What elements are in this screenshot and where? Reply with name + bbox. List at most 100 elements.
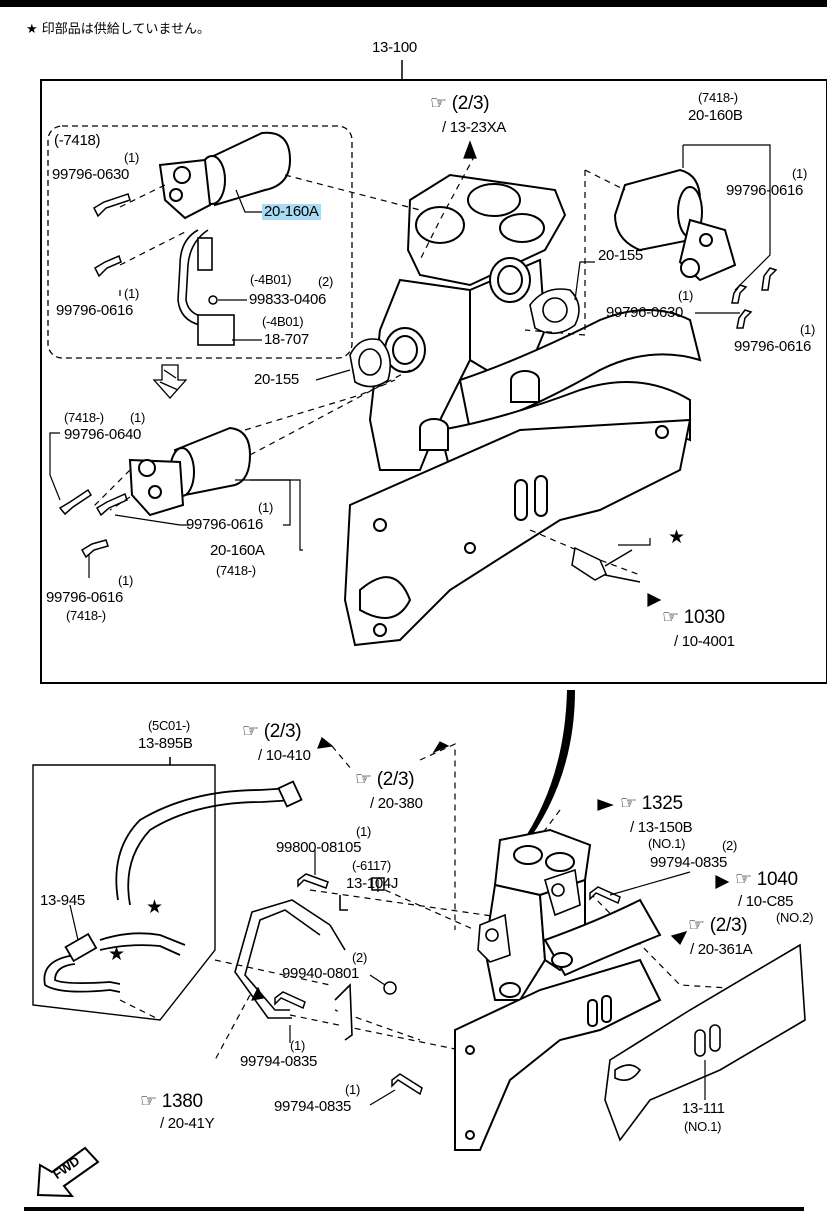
callout-13-23xa[interactable]: ☞ (2/3) bbox=[430, 93, 490, 114]
solenoid-20-160A-lower bbox=[128, 426, 252, 517]
lower-frame-lines bbox=[32, 757, 216, 1021]
intake-manifold-upper bbox=[343, 173, 702, 647]
callout-1380-ref[interactable]: / 20-41Y bbox=[160, 1115, 215, 1132]
qty: (2) bbox=[352, 950, 367, 965]
range-code: (7418-) bbox=[216, 563, 256, 578]
callout-10-410-ref[interactable]: / 10-410 bbox=[258, 747, 311, 764]
part-99796-0616-r1[interactable]: 99796-0616 bbox=[726, 182, 804, 199]
part-99796-0630[interactable]: 99796-0630 bbox=[52, 166, 130, 183]
hand-pointer-icon: ☞ bbox=[620, 793, 642, 814]
part-99796-0616-b[interactable]: 99796-0616 bbox=[46, 589, 124, 606]
qty: (1) bbox=[118, 573, 133, 588]
callout-20-380[interactable]: ☞ (2/3) bbox=[355, 769, 415, 790]
part-99833-0406[interactable]: 99833-0406 bbox=[249, 291, 327, 308]
callout-1325[interactable]: ☞ 1325 bbox=[620, 793, 683, 814]
callout-1325-ref[interactable]: / 13-150B bbox=[630, 819, 693, 836]
qty: (1) bbox=[356, 824, 371, 839]
hatched-arrow bbox=[152, 364, 188, 399]
top-rule bbox=[0, 0, 827, 7]
callout-1030-ref[interactable]: / 10-4001 bbox=[674, 633, 735, 650]
hand-pointer-icon: ☞ bbox=[430, 93, 452, 114]
star-marker: ★ bbox=[108, 944, 125, 965]
intake-manifold-lower bbox=[454, 828, 662, 1151]
hose-13-895B bbox=[43, 780, 303, 993]
range-code: (-4B01) bbox=[262, 314, 304, 329]
part-20-155-left[interactable]: 20-155 bbox=[254, 371, 299, 388]
qty: (1) bbox=[678, 288, 693, 303]
qty: (1) bbox=[800, 322, 815, 337]
fwd-arrow-shape bbox=[36, 1146, 100, 1198]
part-99794-0835-b[interactable]: 99794-0835 bbox=[274, 1098, 352, 1115]
solenoids-lower bbox=[477, 868, 581, 963]
part-99794-0835-a[interactable]: 99794-0835 bbox=[240, 1053, 318, 1070]
part-13-104J[interactable]: 13-104J bbox=[346, 875, 399, 892]
bolts-lower bbox=[274, 873, 621, 1096]
qty: (1) bbox=[792, 166, 807, 181]
inset-code: (-7418) bbox=[54, 132, 101, 149]
bolts-upper bbox=[58, 193, 778, 559]
callout-13-23xa-ref[interactable]: / 13-23XA bbox=[442, 119, 507, 136]
hand-pointer-icon: ☞ bbox=[140, 1091, 162, 1112]
hand-pointer-icon: ☞ bbox=[688, 915, 710, 936]
part-99940-0801[interactable]: 99940-0801 bbox=[282, 965, 360, 982]
callout-20-361a[interactable]: ☞ (2/3) bbox=[688, 915, 748, 936]
star-marker: ★ bbox=[146, 897, 163, 918]
range-code: (5C01-) bbox=[148, 718, 190, 733]
assembly-number: 13-100 bbox=[372, 39, 417, 56]
range-code: (7418-) bbox=[66, 608, 106, 623]
gasket-no: (NO.1) bbox=[684, 1119, 722, 1134]
callout-10-410[interactable]: ☞ (2/3) bbox=[242, 721, 302, 742]
hand-pointer-icon: ☞ bbox=[355, 769, 377, 790]
callout-1380[interactable]: ☞ 1380 bbox=[140, 1091, 203, 1112]
part-18-707[interactable]: 18-707 bbox=[264, 331, 309, 348]
vacuum-hose-inset bbox=[177, 229, 235, 346]
range-code: (7418-) bbox=[64, 410, 104, 425]
hand-pointer-icon: ☞ bbox=[242, 721, 264, 742]
gasket-20-155 bbox=[349, 288, 580, 388]
part-20-160A-highlighted[interactable]: 20-160A bbox=[262, 203, 321, 220]
part-20-155-right[interactable]: 20-155 bbox=[598, 247, 643, 264]
part-13-111[interactable]: 13-111 bbox=[682, 1100, 725, 1117]
callout-20-380-ref[interactable]: / 20-380 bbox=[370, 795, 423, 812]
qty: (1) bbox=[258, 500, 273, 515]
part-99796-0616-r2[interactable]: 99796-0616 bbox=[734, 338, 812, 355]
hand-pointer-icon: ☞ bbox=[662, 607, 684, 628]
header-note: ★ 印部品は供給していません。 bbox=[26, 22, 211, 37]
part-99794-0835-r[interactable]: 99794-0835 bbox=[650, 854, 728, 871]
callout-1030[interactable]: ☞ 1030 bbox=[662, 607, 725, 628]
part-99796-0616[interactable]: 99796-0616 bbox=[56, 302, 134, 319]
range-code: (-4B01) bbox=[250, 272, 292, 287]
leader-lines-lower bbox=[69, 757, 706, 1106]
part-20-160A-b[interactable]: 20-160A bbox=[210, 542, 265, 559]
qty: (1) bbox=[124, 286, 139, 301]
qty: (1) bbox=[345, 1082, 360, 1097]
range-code: (7418-) bbox=[698, 90, 738, 105]
qty: (1) bbox=[290, 1038, 305, 1053]
solenoid-20-160A-inset bbox=[158, 131, 292, 220]
part-20-160B[interactable]: 20-160B bbox=[688, 107, 743, 124]
leader-lines-upper bbox=[49, 144, 771, 578]
callout-1040[interactable]: ☞ 1040 bbox=[735, 869, 798, 890]
gasket-13-111 bbox=[604, 943, 806, 1142]
inset-frame bbox=[47, 125, 353, 359]
dashed-lines-upper bbox=[91, 154, 641, 576]
bottom-rule bbox=[24, 1207, 804, 1211]
callout-arrows bbox=[250, 140, 730, 1001]
range-code: (-6117) bbox=[352, 858, 391, 873]
callout-1040-ref[interactable]: / 10-C85 bbox=[738, 893, 794, 910]
part-99796-0640[interactable]: 99796-0640 bbox=[64, 426, 142, 443]
dashed-lines-lower bbox=[119, 743, 761, 1061]
callout-1040-sub: (NO.2) bbox=[776, 910, 814, 925]
solenoid-20-160B bbox=[613, 168, 737, 282]
hand-pointer-icon: ☞ bbox=[735, 869, 757, 890]
part-13-895B[interactable]: 13-895B bbox=[138, 735, 193, 752]
star-marker: ★ bbox=[668, 527, 685, 548]
part-99796-0616-m[interactable]: 99796-0616 bbox=[186, 516, 264, 533]
part-99796-0630-r[interactable]: 99796-0630 bbox=[606, 304, 684, 321]
vacuum-pipe-joint bbox=[571, 546, 641, 583]
qty: (2) bbox=[722, 838, 737, 853]
part-99800-08105[interactable]: 99800-08105 bbox=[276, 839, 362, 856]
part-13-945[interactable]: 13-945 bbox=[40, 892, 85, 909]
callout-20-361a-ref[interactable]: / 20-361A bbox=[690, 941, 753, 958]
